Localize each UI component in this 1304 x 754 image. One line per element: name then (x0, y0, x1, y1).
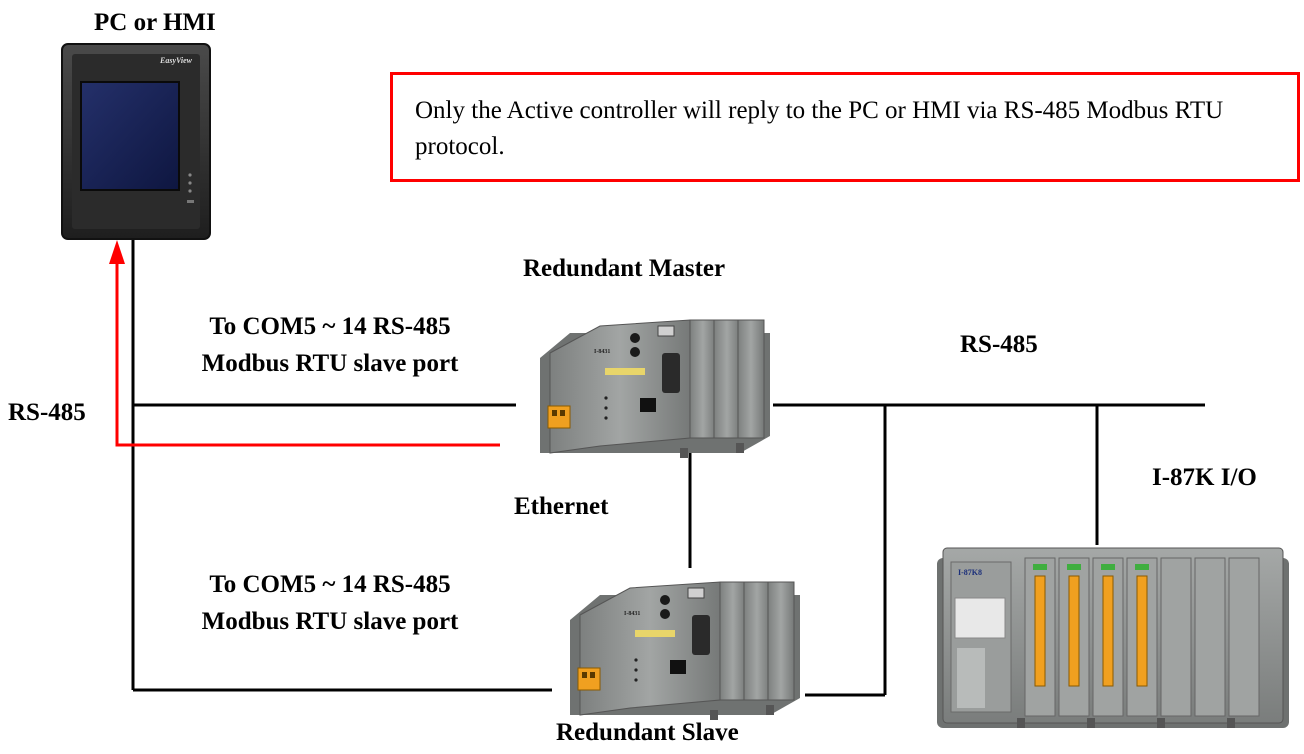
to-com-bottom-line1: To COM5 ~ 14 RS-485 (209, 571, 451, 598)
arrow-head-icon (109, 240, 125, 264)
rs485-bus-lines (131, 236, 1205, 697)
pc-hmi-label: PC or HMI (94, 9, 216, 36)
redundant-master-label: Redundant Master (523, 255, 726, 282)
to-com-bottom-line2: Modbus RTU slave port (201, 608, 459, 635)
note-text: Only the Active controller will reply to… (415, 97, 1224, 160)
hmi-screen (80, 81, 180, 191)
note-box: Only the Active controller will reply to… (390, 72, 1300, 182)
rs485-left-label: RS-485 (8, 399, 86, 426)
reply-arrow (109, 240, 500, 447)
to-com-top-line2: Modbus RTU slave port (201, 350, 459, 377)
rs485-right-label: RS-485 (960, 331, 1038, 358)
redundant-slave-label: Redundant Slave (556, 719, 739, 746)
slave-model-label: I-8431 (624, 611, 641, 617)
hmi-brand-label: EasyView (160, 56, 193, 65)
to-com-top-line1: To COM5 ~ 14 RS-485 (209, 313, 451, 340)
hmi-device (61, 43, 211, 240)
i87k-io-chassis (937, 547, 1289, 728)
redundant-master-controller (540, 319, 770, 458)
ethernet-label: Ethernet (514, 493, 609, 520)
redundant-slave-controller (570, 581, 800, 720)
io-slots (1024, 557, 1260, 717)
master-model-label: I-8431 (594, 349, 611, 355)
io-chassis-brand-label: I-87K8 (958, 568, 982, 577)
io-module-label: I-87K I/O (1152, 464, 1257, 491)
